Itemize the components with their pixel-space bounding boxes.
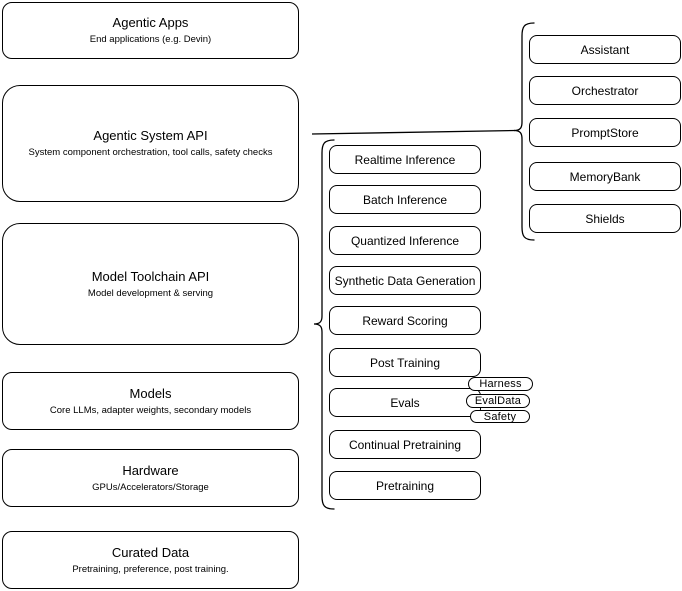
node-title: Models — [129, 385, 172, 401]
node-label: PromptStore — [571, 125, 639, 140]
toolchain-item-evals: Evals — [329, 388, 481, 417]
toolchain-item-batch-inference: Batch Inference — [329, 185, 481, 214]
tag-label: EvalData — [474, 395, 522, 407]
node-label: Continual Pretraining — [348, 437, 462, 452]
node-hardware: Hardware GPUs/Accelerators/Storage — [2, 449, 299, 507]
tag-harness: Harness — [468, 377, 533, 391]
node-model-toolchain-api: Model Toolchain API Model development & … — [2, 223, 299, 345]
toolchain-item-continual-pretraining: Continual Pretraining — [329, 430, 481, 459]
node-title: Curated Data — [111, 544, 190, 560]
toolchain-item-post-training: Post Training — [329, 348, 481, 377]
node-label: Batch Inference — [362, 192, 448, 207]
node-agentic-apps: Agentic Apps End applications (e.g. Devi… — [2, 2, 299, 59]
toolchain-item-synthetic-data-generation: Synthetic Data Generation — [329, 266, 481, 295]
node-subtitle: Pretraining, preference, post training. — [72, 563, 229, 575]
component-assistant: Assistant — [529, 35, 681, 64]
connector-line — [311, 129, 516, 135]
node-label: Realtime Inference — [354, 152, 456, 167]
node-label: Quantized Inference — [350, 233, 460, 248]
node-title: Model Toolchain API — [91, 268, 210, 284]
component-orchestrator: Orchestrator — [529, 76, 681, 105]
node-subtitle: GPUs/Accelerators/Storage — [92, 481, 209, 493]
tag-label: Safety — [483, 410, 517, 423]
node-agentic-system-api: Agentic System API System component orch… — [2, 85, 299, 202]
node-label: Evals — [390, 395, 420, 410]
node-models: Models Core LLMs, adapter weights, secon… — [2, 372, 299, 430]
toolchain-item-realtime-inference: Realtime Inference — [329, 145, 481, 174]
node-label: MemoryBank — [569, 169, 641, 184]
node-subtitle: End applications (e.g. Devin) — [89, 34, 212, 45]
toolchain-item-reward-scoring: Reward Scoring — [329, 306, 481, 335]
node-label: Post Training — [369, 355, 441, 370]
middle-brace — [313, 139, 335, 510]
node-curated-data: Curated Data Pretraining, preference, po… — [2, 531, 299, 589]
node-title: Agentic System API — [93, 128, 208, 143]
tag-safety: Safety — [470, 410, 530, 423]
node-title: Hardware — [122, 462, 179, 478]
node-label: Assistant — [580, 42, 630, 57]
node-label: Shields — [585, 211, 625, 226]
node-title: Agentic Apps — [112, 15, 189, 30]
tag-label: Harness — [479, 378, 522, 390]
node-label: Synthetic Data Generation — [334, 273, 476, 288]
right-brace — [513, 22, 535, 241]
node-label: Reward Scoring — [362, 313, 448, 328]
component-promptstore: PromptStore — [529, 118, 681, 147]
toolchain-item-quantized-inference: Quantized Inference — [329, 226, 481, 255]
node-subtitle: Model development & serving — [87, 287, 214, 299]
node-label: Pretraining — [375, 478, 435, 493]
node-subtitle: Core LLMs, adapter weights, secondary mo… — [49, 404, 252, 416]
toolchain-item-pretraining: Pretraining — [329, 471, 481, 500]
node-label: Orchestrator — [571, 83, 639, 98]
tag-evaldata: EvalData — [466, 394, 530, 408]
component-memorybank: MemoryBank — [529, 162, 681, 191]
component-shields: Shields — [529, 204, 681, 233]
node-subtitle: System component orchestration, tool cal… — [28, 147, 273, 158]
